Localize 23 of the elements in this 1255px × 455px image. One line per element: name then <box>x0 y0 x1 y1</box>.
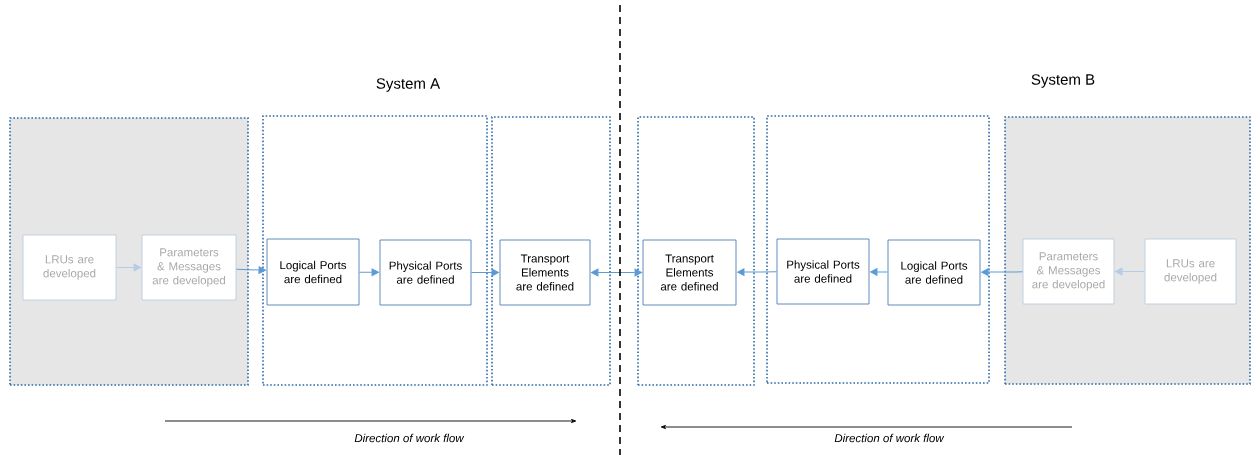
process-box: Transport Elements are defined <box>642 239 737 306</box>
arrow <box>358 268 379 277</box>
process-box: LRUs are developed <box>1144 238 1237 305</box>
system-title: System A <box>376 78 441 92</box>
process-box: Logical Ports are defined <box>887 239 981 306</box>
arrow <box>470 268 499 277</box>
arrow <box>1115 267 1146 276</box>
arrow <box>737 268 778 276</box>
system-title: System B <box>1031 74 1095 88</box>
arrow <box>870 268 889 276</box>
caption-text: Direction of work flow <box>834 433 945 443</box>
caption-text: Direction of work flow <box>354 433 465 443</box>
arrow <box>981 268 1024 276</box>
process-box: Logical Ports are defined <box>266 238 360 306</box>
process-box: Parameters & Messages are developed <box>1022 238 1115 305</box>
arrow <box>115 263 141 272</box>
process-box: Transport Elements are defined <box>499 239 591 306</box>
process-box: Physical Ports are defined <box>776 238 870 305</box>
arrow <box>591 268 642 277</box>
process-box: LRUs are developed <box>22 234 117 301</box>
arrow <box>235 266 266 274</box>
process-box: Parameters & Messages are developed <box>141 234 237 301</box>
process-box: Physical Ports are defined <box>379 239 472 306</box>
